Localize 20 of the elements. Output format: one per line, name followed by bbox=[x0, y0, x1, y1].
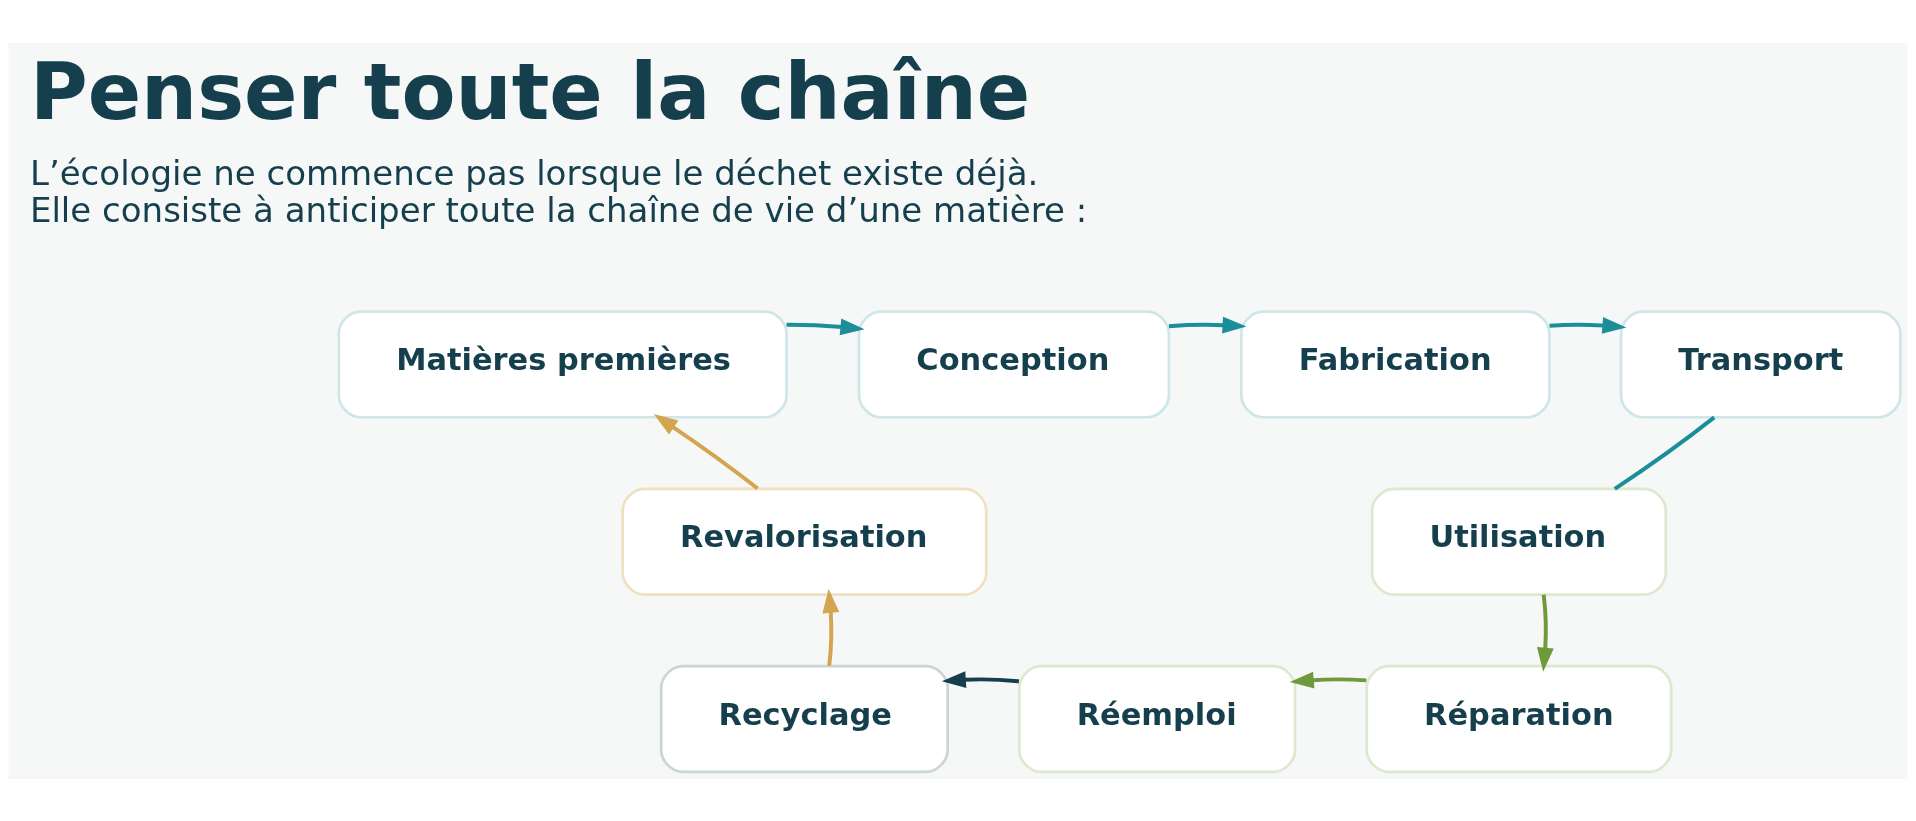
arrow bbox=[1168, 316, 1247, 334]
arrow bbox=[1289, 671, 1367, 688]
label: L’écologie ne commence pas lorsque le déchet existe déjà. Elle consiste à anticiper toute la chaîne de vie d’une matière : bbox=[29, 152, 1088, 230]
arrow bbox=[1549, 316, 1627, 334]
arrow bbox=[822, 588, 840, 666]
connector bbox=[1613, 415, 1716, 490]
node-box: Matières premières bbox=[337, 309, 788, 419]
arrow bbox=[941, 670, 1020, 688]
node-box: Réemploi bbox=[1018, 664, 1297, 773]
arrow bbox=[786, 318, 865, 335]
arrow bbox=[1537, 593, 1554, 672]
node-box: Conception bbox=[857, 309, 1171, 419]
arrow bbox=[653, 413, 759, 490]
node-box: Revalorisation bbox=[621, 487, 988, 596]
node-box: Réparation bbox=[1365, 664, 1673, 773]
node-box: Utilisation bbox=[1370, 487, 1668, 596]
node-box: Recyclage bbox=[659, 664, 950, 773]
node-box: Fabrication bbox=[1240, 309, 1551, 419]
node-box: Transport bbox=[1619, 309, 1902, 419]
diagram-title: Penser toute la chaîne bbox=[29, 45, 1031, 138]
